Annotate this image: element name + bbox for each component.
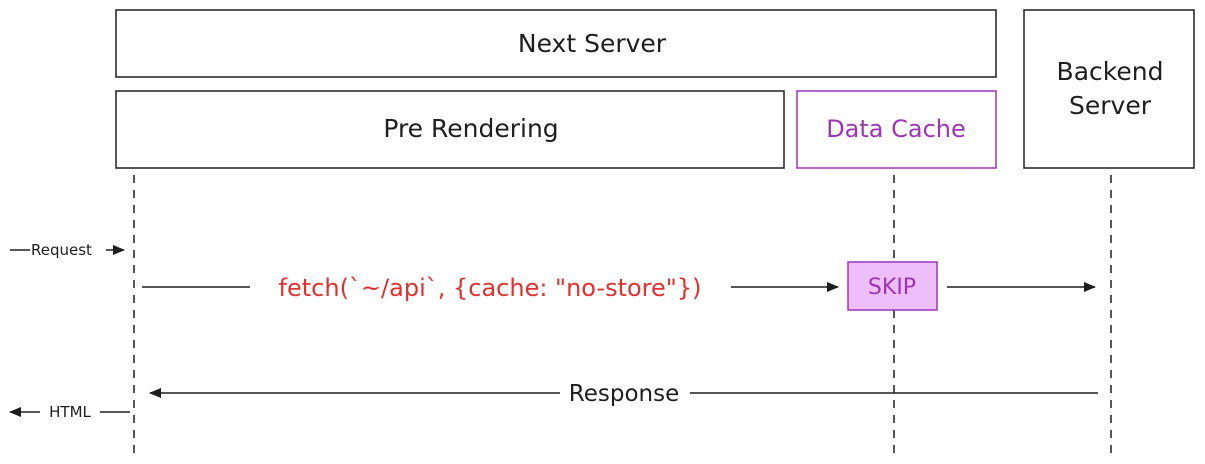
request-label: Request [31,241,92,259]
next-server-box: Next Server [115,9,997,78]
request-arrow: Request [10,241,125,259]
fetch-arrow: fetch(`~/api`, {cache: "no-store"}) [142,274,839,302]
pre-rendering-label: Pre Rendering [383,114,558,143]
next-server-label: Next Server [518,29,667,58]
html-arrow: HTML [9,403,130,421]
backend-server-box: Backend Server [1023,9,1195,169]
backend-server-label-line1: Backend [1057,57,1164,86]
response-label: Response [569,381,679,407]
backend-server-label-line2: Server [1069,91,1152,120]
fetch-call-label: fetch(`~/api`, {cache: "no-store"}) [279,274,702,302]
skip-box: SKIP [847,261,938,311]
pre-rendering-box: Pre Rendering [115,90,785,169]
skip-label: SKIP [868,275,916,300]
data-cache-label: Data Cache [826,115,966,143]
html-label: HTML [49,403,91,421]
response-arrow: Response [149,381,1098,407]
data-cache-box: Data Cache [796,90,997,169]
